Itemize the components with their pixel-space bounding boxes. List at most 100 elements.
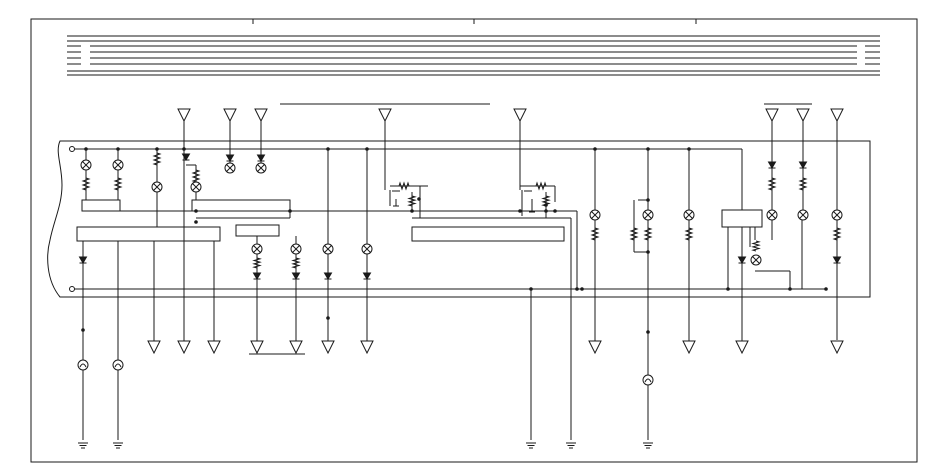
- connector-triangle: [514, 109, 526, 121]
- resistor-icon: [800, 178, 806, 190]
- junction-dot: [84, 147, 88, 151]
- title-block: [67, 36, 880, 75]
- connector-triangle: [797, 109, 809, 121]
- resistor-icon: [115, 178, 121, 190]
- junction-dot: [646, 250, 650, 254]
- junction-dot: [544, 209, 548, 213]
- junction-dot: [410, 209, 414, 213]
- diode-icon: [325, 273, 332, 279]
- resistor-icon: [834, 228, 840, 240]
- connector-plug-icon: [113, 360, 123, 370]
- connector-triangle: [255, 109, 267, 121]
- resistor-icon: [193, 170, 199, 182]
- ic-block-upper: [192, 200, 290, 211]
- connector-triangle: [224, 109, 236, 121]
- junction-dot: [580, 287, 584, 291]
- diode-icon: [254, 273, 261, 279]
- parts-layer: [78, 109, 843, 448]
- junction-dot: [593, 147, 597, 151]
- junction-dot: [194, 209, 198, 213]
- lamp-icon: [767, 210, 777, 220]
- junction-dot: [182, 147, 186, 151]
- lamp-icon: [191, 182, 201, 192]
- connector-triangle: [208, 341, 220, 353]
- resistor-icon: [645, 228, 651, 240]
- junction-dot: [646, 330, 650, 334]
- lamp-icon: [81, 160, 91, 170]
- connector-triangle: [736, 341, 748, 353]
- connector-triangle: [683, 341, 695, 353]
- resistor-icon: [399, 183, 409, 189]
- junction-dot: [687, 147, 691, 151]
- junction-dot: [194, 220, 198, 224]
- junction-dot: [553, 209, 557, 213]
- ic-block-main: [77, 227, 220, 241]
- connector-plug-icon: [78, 360, 88, 370]
- resistor-icon: [543, 196, 549, 206]
- diode-icon: [739, 257, 746, 263]
- ic-block-right: [722, 210, 762, 227]
- lamp-icon: [751, 255, 761, 265]
- junction-dot: [326, 316, 330, 320]
- diode-icon: [80, 257, 87, 263]
- connector-triangle: [379, 109, 391, 121]
- ground-icon: [526, 443, 536, 448]
- resistor-icon: [409, 196, 415, 206]
- junction-dot: [726, 287, 730, 291]
- connector-triangle: [251, 341, 263, 353]
- ground-icon: [113, 443, 123, 448]
- connector-triangle: [322, 341, 334, 353]
- connector-triangle: [831, 341, 843, 353]
- internal-wiring: [120, 200, 802, 440]
- resistor-icon: [83, 178, 89, 190]
- connector-triangle: [589, 341, 601, 353]
- ground-icon: [78, 443, 88, 448]
- junction-dot: [575, 287, 579, 291]
- resistor-icon: [293, 258, 299, 268]
- resistor-icon: [631, 228, 637, 240]
- junction-dot: [646, 198, 650, 202]
- junction-dot: [116, 147, 120, 151]
- lamp-icon: [152, 182, 162, 192]
- connector-triangle: [178, 341, 190, 353]
- diode-icon: [769, 162, 776, 168]
- diode-icon: [258, 155, 265, 161]
- connector-triangle: [831, 109, 843, 121]
- junction-dot: [788, 287, 792, 291]
- resistor-icon: [536, 183, 546, 189]
- junction-dot: [81, 328, 85, 332]
- connector-triangle: [178, 109, 190, 121]
- ic-block-mid: [236, 225, 279, 236]
- lamp-icon: [323, 244, 333, 254]
- resistor-icon: [254, 258, 260, 268]
- diode-icon: [800, 162, 807, 168]
- diode-icon: [293, 273, 300, 279]
- connector-triangle: [766, 109, 778, 121]
- junction-dot: [417, 197, 421, 201]
- ground-icon: [643, 443, 653, 448]
- junction-dot: [529, 287, 533, 291]
- lamp-icon: [590, 210, 600, 220]
- junction-dot: [365, 147, 369, 151]
- lamp-icon: [113, 160, 123, 170]
- resistor-icon: [686, 228, 692, 240]
- resistor-icon: [592, 228, 598, 240]
- junction-dot: [288, 209, 292, 213]
- connector-triangle: [361, 341, 373, 353]
- diode-icon: [364, 273, 371, 279]
- lamp-icon: [798, 210, 808, 220]
- lamp-icon: [362, 244, 372, 254]
- lamp-icon: [291, 244, 301, 254]
- resistor-icon: [769, 178, 775, 190]
- ic-block-small: [82, 200, 120, 211]
- junction-dot: [544, 203, 548, 207]
- lamp-icon: [832, 210, 842, 220]
- lamp-icon: [256, 163, 266, 173]
- connector-plug-icon: [643, 375, 653, 385]
- terminal-bottom: [70, 287, 75, 292]
- connector-triangle: [290, 341, 302, 353]
- terminal-top: [70, 147, 75, 152]
- junction-dot: [518, 209, 522, 213]
- wires-layer: [83, 121, 837, 440]
